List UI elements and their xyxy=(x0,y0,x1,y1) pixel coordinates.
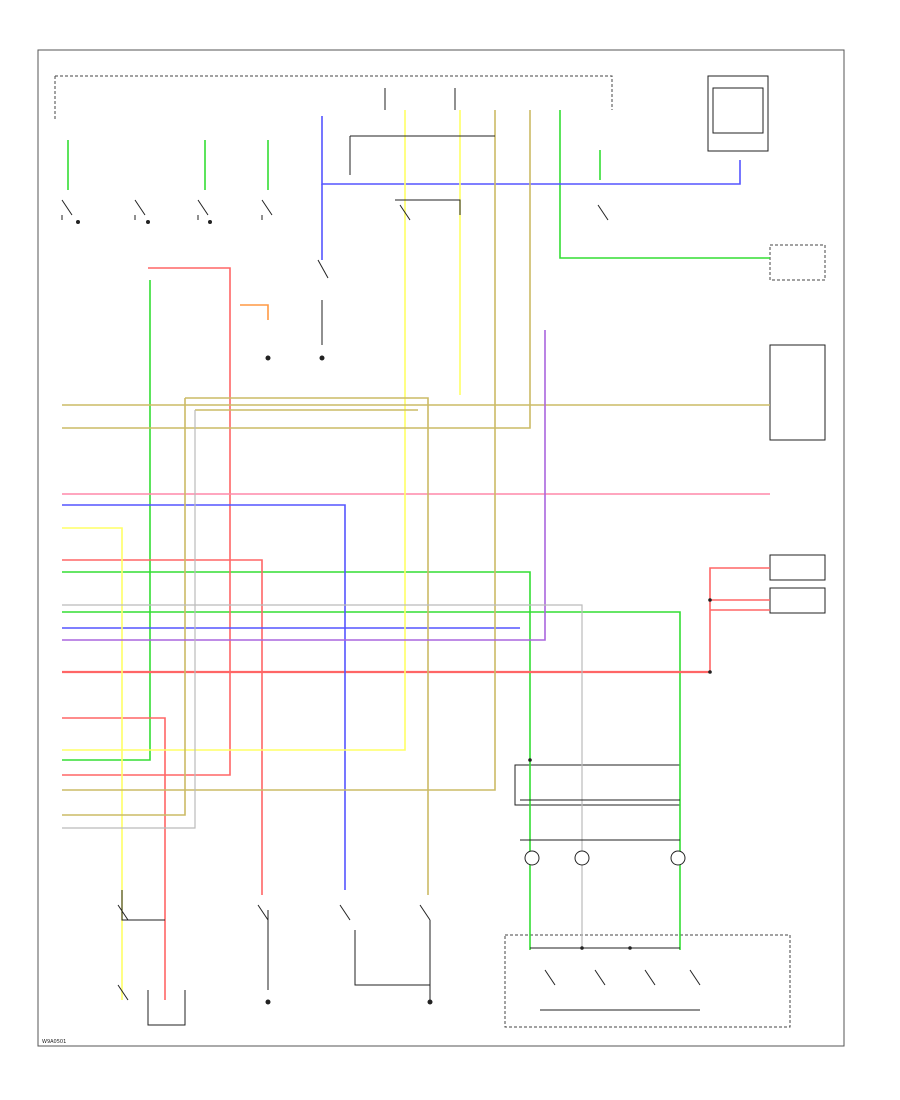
bottom-switch-1 xyxy=(117,904,129,921)
lamp-bulb-1 xyxy=(524,850,540,866)
tan-wires xyxy=(62,110,770,895)
bottom-switches xyxy=(117,904,701,1001)
purple-wires xyxy=(62,330,546,641)
ground-symbols xyxy=(76,220,433,1005)
black-wire-ground-3 xyxy=(354,930,431,1000)
gray-wires xyxy=(62,410,583,950)
black-wires xyxy=(121,88,700,1026)
ground-4 xyxy=(427,999,433,1005)
bottom-switch-5 xyxy=(117,984,129,1001)
splice-5 xyxy=(628,946,632,950)
bottom-switch-2 xyxy=(257,904,269,921)
tan-wire-4 xyxy=(185,397,429,895)
tan-wire-3 xyxy=(62,110,496,791)
lamp-bulb-3 xyxy=(670,850,686,866)
splice-1 xyxy=(708,670,712,674)
yellow-wire-2 xyxy=(62,527,123,1000)
black-wire-left-switch xyxy=(121,890,165,921)
switch-3 xyxy=(197,199,209,220)
blue-wire-bus xyxy=(321,116,741,185)
orange-wire-1 xyxy=(240,304,269,320)
splice-dots xyxy=(528,598,712,950)
tan-wire-5 xyxy=(62,398,186,816)
splice-3 xyxy=(528,758,532,762)
purple-wire-1 xyxy=(62,330,546,641)
bottom-switch-7 xyxy=(594,969,606,986)
right-connector-box-2 xyxy=(769,344,826,441)
switch-5 xyxy=(597,204,609,221)
black-wire-relay xyxy=(395,199,461,215)
ground-2 xyxy=(319,355,325,361)
bottom-switch-8 xyxy=(644,969,656,986)
bottom-switch-4 xyxy=(419,904,431,921)
splice-4 xyxy=(580,946,584,950)
tan-wire-2 xyxy=(62,110,531,429)
ground-6 xyxy=(146,220,150,224)
green-wires xyxy=(62,110,770,950)
ground-3 xyxy=(265,999,271,1005)
red-wire-5 xyxy=(62,267,231,776)
control-module-inner xyxy=(712,87,764,134)
bottom-switch-3 xyxy=(339,904,351,921)
fuse-box-outline xyxy=(55,75,613,110)
switch-1 xyxy=(61,199,73,220)
switch-4 xyxy=(261,199,273,220)
lamp-bulbs xyxy=(524,850,686,866)
green-wire-9 xyxy=(62,611,681,950)
orange-wires xyxy=(240,304,269,320)
green-wire-5 xyxy=(62,571,531,760)
ground-1 xyxy=(265,355,271,361)
green-wire-7 xyxy=(559,110,770,259)
right-connector-box-4 xyxy=(769,587,826,614)
red-wire-6 xyxy=(62,559,263,895)
diagram-frame xyxy=(37,49,845,1047)
yellow-wires xyxy=(62,110,461,1000)
black-wire-left-switch-2 xyxy=(147,990,186,1026)
bottom-switch-6 xyxy=(544,969,556,986)
control-module-box xyxy=(707,75,769,152)
lamp-bulb-2 xyxy=(574,850,590,866)
footer-code: W9A0501 xyxy=(42,1039,66,1045)
ground-7 xyxy=(208,220,212,224)
lamp-panel-box xyxy=(514,764,681,806)
top-switches xyxy=(61,199,609,279)
switch-2 xyxy=(134,199,146,220)
gray-wire-1 xyxy=(62,604,583,950)
switch-7 xyxy=(399,204,411,221)
bottom-right-assembly xyxy=(504,934,791,1028)
blue-wire-3 xyxy=(62,504,346,890)
gray-wire-2 xyxy=(62,410,196,829)
yellow-wire-1 xyxy=(62,110,406,751)
switch-6 xyxy=(317,259,329,279)
blue-wires xyxy=(62,116,741,890)
red-wire-7 xyxy=(62,717,166,1000)
right-connector-box-3 xyxy=(769,554,826,581)
red-wire-2 xyxy=(709,567,770,672)
right-connector-box-1 xyxy=(769,244,826,281)
bottom-switch-9 xyxy=(689,969,701,986)
red-wires xyxy=(62,267,770,1000)
splice-2 xyxy=(708,598,712,602)
ground-5 xyxy=(76,220,80,224)
green-wire-4 xyxy=(62,280,151,761)
